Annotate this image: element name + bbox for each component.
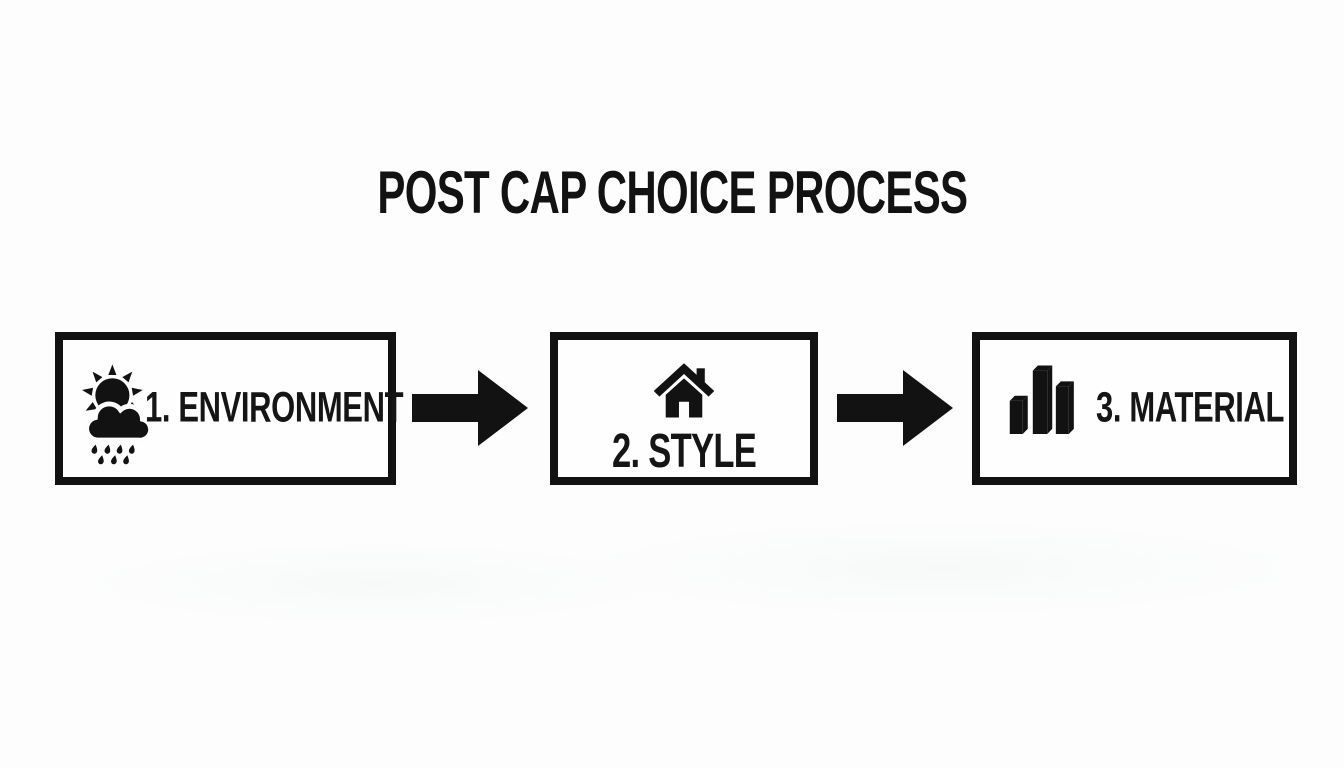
step-box-environment: 1. ENVIRONMENT [55, 332, 404, 485]
bar-chart-icon [1004, 356, 1076, 437]
step-label-environment: 1. ENVIRONMENT [145, 383, 404, 432]
page-title: POST CAP CHOICE PROCESS [0, 163, 1344, 223]
house-icon [652, 362, 716, 420]
step-box-material: 3. MATERIAL [972, 332, 1297, 485]
step-label-style: 2. STYLE [558, 424, 810, 479]
right-arrow-icon [837, 368, 955, 448]
step-label-material: 3. MATERIAL [1096, 383, 1285, 432]
right-arrow-icon [412, 368, 530, 448]
sun-rain-cloud-icon [75, 358, 153, 470]
page-title-text: POST CAP CHOICE PROCESS [377, 159, 968, 226]
step-label-style-text: 2. STYLE [611, 425, 757, 478]
step-box-style: 2. STYLE [550, 332, 818, 485]
